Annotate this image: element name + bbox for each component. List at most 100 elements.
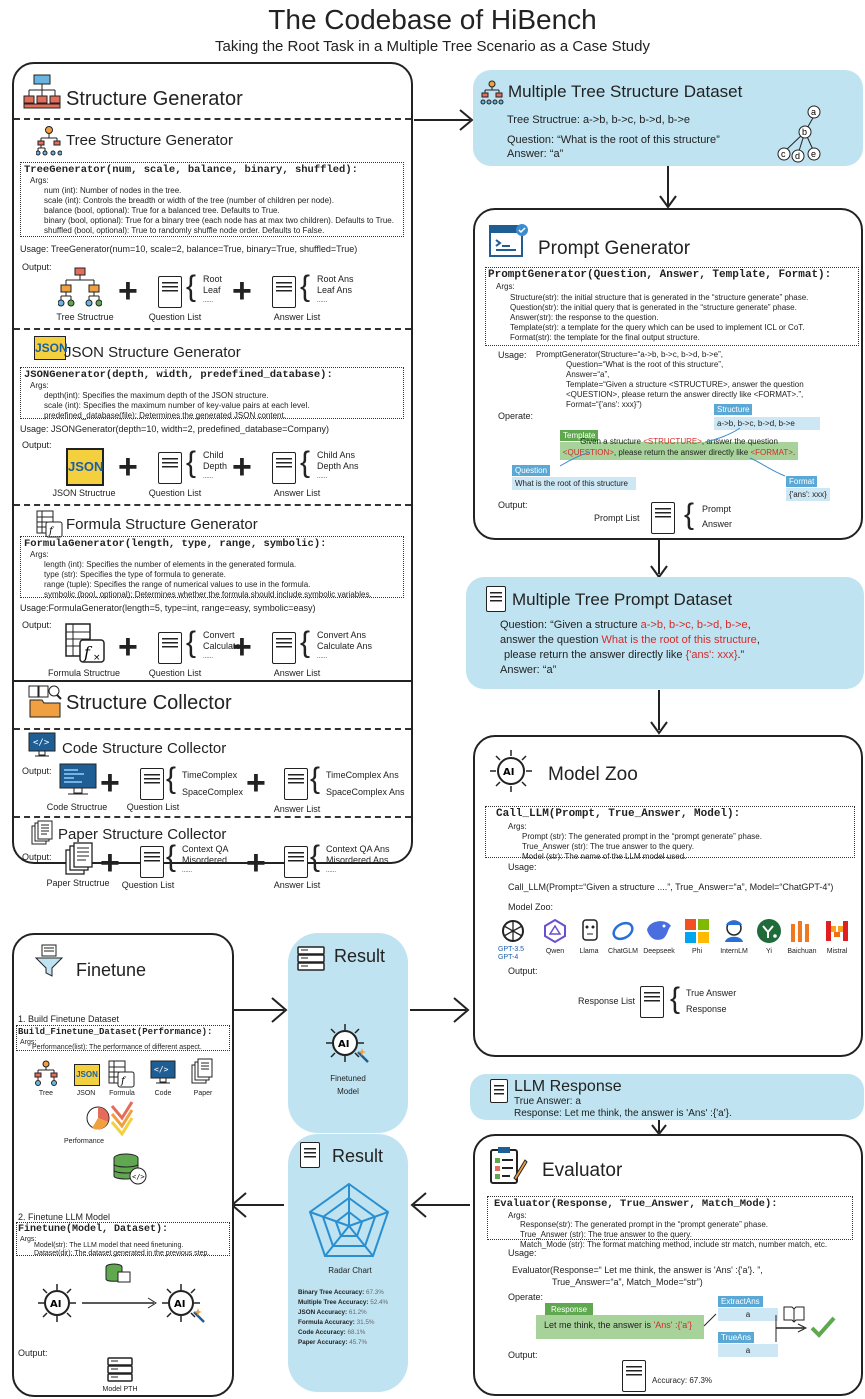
- document-icon: [158, 632, 182, 664]
- model-pth-label: Model PTH: [102, 1386, 138, 1393]
- model-label-phi: Phi: [691, 948, 703, 955]
- arg-line: Format(str): the template for the final …: [510, 333, 700, 342]
- prompt-format: {'ans': xxx}: [685, 649, 738, 661]
- list-item: TimeComplex: [182, 770, 238, 780]
- usage-line: Format=“{'ans': xxx}”): [566, 400, 642, 409]
- list-item: ......: [203, 474, 214, 480]
- accuracy-value: 67.3%: [366, 1289, 384, 1296]
- model-label-gpt: GPT-3.5 GPT-4: [498, 946, 525, 961]
- plus-icon: +: [100, 764, 120, 802]
- list-item: ......: [203, 298, 214, 304]
- arg-line: Prompt (str): The generated prompt in th…: [522, 832, 762, 841]
- page-subtitle: Taking the Root Task in a Multiple Tree …: [215, 38, 650, 55]
- model-zoo-code: [485, 806, 855, 858]
- result-title: Result: [334, 946, 386, 966]
- prompt-icon: [489, 224, 528, 257]
- performance-icon: [86, 1101, 134, 1137]
- node-label: e: [811, 149, 816, 159]
- tree-generator-code: [20, 162, 404, 237]
- finetune-step1: 1. Build Finetune Dataset: [18, 1014, 120, 1024]
- extract-value: a: [718, 1308, 778, 1321]
- model-label-baichuan: Baichuan: [787, 948, 817, 955]
- a-items: Convert Ans Calculate Ans ......: [317, 630, 372, 663]
- json-icon: JSON: [74, 1064, 100, 1086]
- prompt-list-label: Prompt List: [594, 513, 640, 523]
- arg-line: Match_Mode (str): The format matching me…: [520, 1240, 828, 1249]
- q-items: Context QA Misordered ......: [182, 844, 229, 877]
- model-zoo-args: Prompt (str): The generated prompt in th…: [522, 832, 852, 862]
- call-llm-signature: Call_LLM(Prompt, True_Answer, Model):: [496, 808, 741, 820]
- svg-text:AI: AI: [174, 1299, 185, 1310]
- output-label: Output:: [18, 1348, 48, 1358]
- model-label-qwen: Qwen: [545, 948, 565, 955]
- question-list-label: Question List: [121, 880, 175, 890]
- args-label: Args:: [30, 550, 49, 559]
- match-arrows: [703, 1313, 836, 1342]
- svg-text:f: f: [48, 526, 55, 537]
- llm-true-answer: True Answer: a: [514, 1096, 581, 1107]
- q-items: Root Leaf ......: [203, 274, 222, 307]
- accuracy-text: Accuracy: 67.3%: [652, 1376, 713, 1385]
- dataset-icon: [105, 1263, 131, 1283]
- a-items: Child Ans Depth Ans ......: [317, 450, 359, 483]
- prompt-generator-title: Prompt Generator: [538, 238, 691, 259]
- operate-arrows: [559, 427, 786, 477]
- true-ans-value: a: [718, 1344, 778, 1357]
- question-list-label: Question List: [148, 668, 202, 678]
- svg-text:f: f: [83, 643, 93, 662]
- a-items: Root Ans Leaf Ans ......: [317, 274, 354, 307]
- ai-model-icon: AI: [38, 1284, 76, 1322]
- openai-icon: [502, 920, 524, 942]
- model-zoo-panel: [473, 735, 863, 1057]
- list-item: ......: [326, 868, 337, 874]
- plus-icon: +: [118, 272, 138, 310]
- template-text-part: , answer the question: [701, 437, 778, 446]
- model-label-internlm: InternLM: [720, 948, 748, 955]
- arg-line: True_Answer (str): The true answer to th…: [522, 842, 694, 851]
- baichuan-icon: [791, 921, 809, 942]
- icon-label-json: JSON: [76, 1090, 96, 1097]
- output-label: Output:: [22, 766, 52, 776]
- question-list-label: Question List: [126, 802, 180, 812]
- arg-line: Performance(list): The performance of di…: [32, 1044, 202, 1051]
- brace-icon: {: [300, 270, 311, 303]
- model-label-yi: Yi: [766, 948, 772, 955]
- finetune-step2: 2. Finetune LLM Model: [18, 1212, 111, 1222]
- document-icon: [272, 276, 296, 308]
- list-item: Leaf: [203, 285, 221, 295]
- ai-finetuned-icon: AI: [162, 1284, 205, 1323]
- prompt-usage: PromptGenerator(Structure=“a->b, b->c, b…: [536, 350, 856, 410]
- paper-icon: [31, 820, 53, 845]
- extract-tag: ExtractAns: [718, 1296, 763, 1307]
- list-item: Context QA Ans: [326, 844, 390, 854]
- template-text-part: .: [792, 448, 796, 457]
- brace-icon: {: [166, 840, 177, 873]
- list-item: Root: [203, 274, 223, 284]
- list-item: ......: [317, 298, 328, 304]
- plus-icon: +: [232, 272, 252, 310]
- plus-icon: +: [232, 628, 252, 666]
- performance-label: Performance: [64, 1138, 105, 1145]
- list-item: Convert: [203, 630, 235, 640]
- args-label: Args:: [20, 1236, 37, 1243]
- node-label: a: [811, 107, 816, 117]
- output-label: Output:: [508, 1350, 538, 1360]
- usage-line: <QUESTION>, please return the answer dir…: [566, 390, 804, 399]
- finetune-arrow: [82, 1297, 157, 1309]
- prompt-list-items: Prompt Answer: [702, 502, 732, 532]
- arg-line: balance (bool, optional): True for a bal…: [44, 206, 280, 215]
- usage-label: Usage:: [498, 350, 527, 360]
- output-label: Output:: [22, 262, 52, 272]
- answer-list-label: Answer List: [273, 804, 321, 814]
- brace-icon: {: [186, 626, 197, 659]
- document-icon: [158, 276, 182, 308]
- document-icon: [640, 986, 664, 1018]
- arg-line: type (str): Specifies the type of formul…: [44, 570, 226, 579]
- formula-signature: FormulaGenerator(length, type, range, sy…: [24, 538, 327, 550]
- icon-label-code: Code: [154, 1090, 172, 1097]
- response-text: Let me think, the answer is 'Ans' :{'a'}: [544, 1320, 692, 1330]
- internlm-icon: [725, 920, 743, 942]
- paper-structure-icon: [65, 842, 93, 875]
- document-icon: [284, 846, 308, 878]
- json-icon-text: JSON: [35, 341, 68, 355]
